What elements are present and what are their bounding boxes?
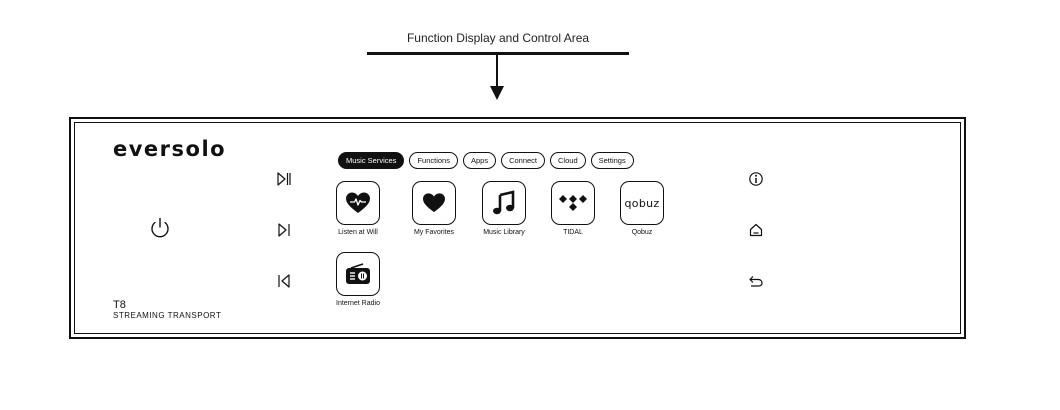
app-label: Qobuz xyxy=(631,229,653,236)
app-tidal[interactable]: TIDAL xyxy=(538,181,608,236)
tab-connect[interactable]: Connect xyxy=(501,152,546,169)
previous-track-icon[interactable] xyxy=(276,273,292,289)
category-tabs: Music Services Functions Apps Connect Cl… xyxy=(338,152,634,169)
callout-arrow-stem xyxy=(496,54,498,88)
heart-pulse-icon xyxy=(336,181,380,225)
app-my-favorites[interactable]: My Favorites xyxy=(399,181,469,236)
model-subtitle: STREAMING TRANSPORT xyxy=(113,311,222,320)
app-label: TIDAL xyxy=(563,229,583,236)
tab-music-services[interactable]: Music Services xyxy=(338,152,405,169)
app-label: My Favorites xyxy=(413,229,455,236)
app-music-library[interactable]: Music Library xyxy=(469,181,539,236)
app-qobuz[interactable]: qobuz Qobuz xyxy=(607,181,677,236)
app-internet-radio[interactable]: Internet Radio xyxy=(323,252,393,307)
tab-settings[interactable]: Settings xyxy=(590,152,634,169)
power-icon[interactable] xyxy=(148,216,172,240)
qobuz-logo-text: qobuz xyxy=(624,196,660,210)
app-listen-at-will[interactable]: Listen at Will xyxy=(323,181,393,236)
home-icon[interactable] xyxy=(748,222,764,238)
back-icon[interactable] xyxy=(748,273,764,289)
music-note-icon xyxy=(482,181,526,225)
callout-label: Function Display and Control Area xyxy=(406,31,590,45)
model-name: T8 xyxy=(113,299,126,311)
callout-line xyxy=(367,52,629,55)
callout-arrow-head xyxy=(490,86,504,100)
tab-functions[interactable]: Functions xyxy=(409,152,458,169)
app-label: Internet Radio xyxy=(336,300,380,307)
qobuz-icon: qobuz xyxy=(620,181,664,225)
tidal-icon xyxy=(551,181,595,225)
tab-cloud[interactable]: Cloud xyxy=(550,152,586,169)
device-front-panel: eversolo T8 STREAMING TRANSPORT Music Se… xyxy=(69,117,966,339)
info-icon[interactable] xyxy=(748,171,764,187)
device-panel-inner-border xyxy=(74,122,961,334)
next-track-icon[interactable] xyxy=(276,222,292,238)
tab-apps[interactable]: Apps xyxy=(462,152,497,169)
heart-icon xyxy=(412,181,456,225)
app-label: Music Library xyxy=(483,229,525,236)
brand-logo: eversolo xyxy=(113,137,227,161)
play-pause-icon[interactable] xyxy=(276,171,292,187)
app-label: Listen at Will xyxy=(338,229,378,236)
radio-icon xyxy=(336,252,380,296)
